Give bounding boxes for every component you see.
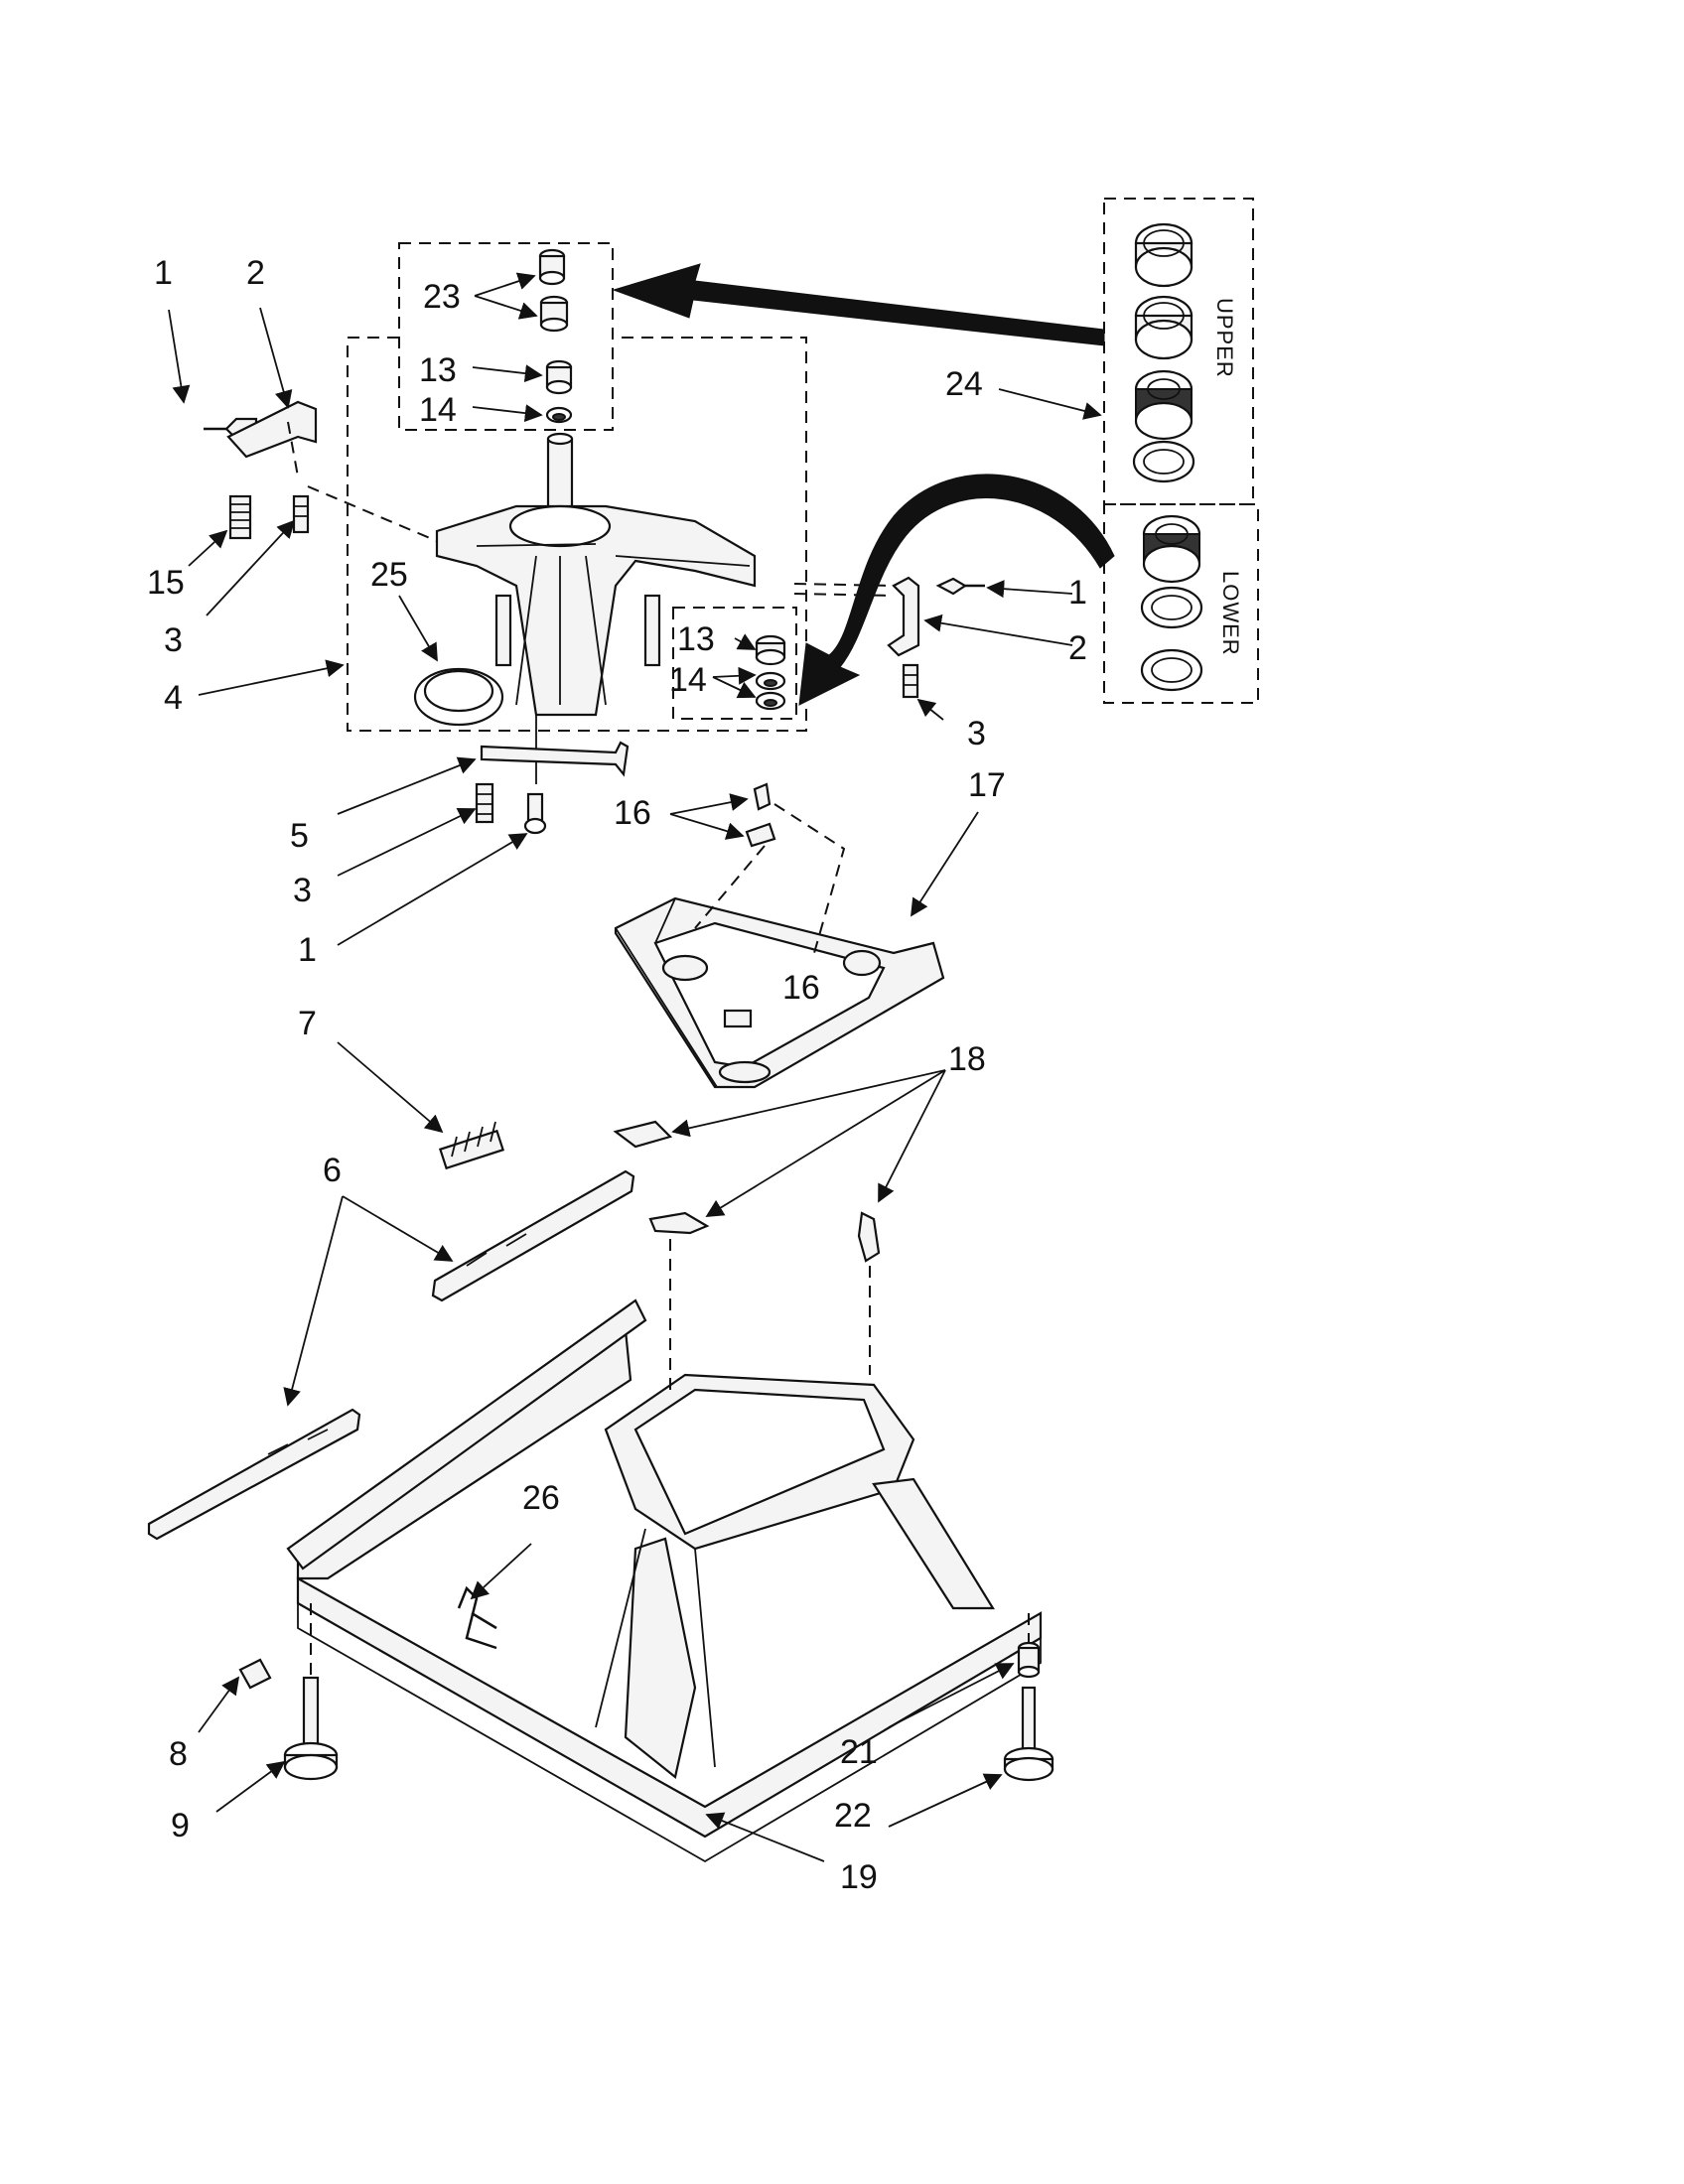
callout-1-left: 1 xyxy=(154,254,173,292)
spring-15 xyxy=(228,494,252,540)
callout-23: 23 xyxy=(423,278,461,316)
callout-15: 15 xyxy=(147,564,185,602)
hook-26 xyxy=(457,1585,497,1650)
callout-16-top: 16 xyxy=(614,794,651,832)
callout-1-lower: 1 xyxy=(298,931,317,969)
left-bracket-assembly xyxy=(204,400,438,542)
clip-16-a xyxy=(753,782,772,811)
callout-7: 7 xyxy=(298,1005,317,1042)
rail-6-upper xyxy=(431,1169,635,1302)
bearing-kit-box xyxy=(1103,198,1259,704)
rail-6-lower xyxy=(147,1408,361,1541)
leveling-foot-9 xyxy=(283,1676,339,1781)
base-frame-19 xyxy=(286,1298,1043,1863)
bushing-13-lower xyxy=(755,634,786,666)
screw-1-lower xyxy=(523,792,547,835)
lower-bushing-box xyxy=(672,607,797,720)
pin-8 xyxy=(238,1658,272,1690)
clip-18-b xyxy=(648,1211,710,1235)
right-bracket-assembly xyxy=(793,576,985,699)
callout-3-right: 3 xyxy=(967,715,986,752)
upper-kit-arrow xyxy=(612,263,1105,346)
nut-21 xyxy=(1017,1641,1041,1679)
center-post-assembly xyxy=(435,432,757,784)
callout-14-lower: 14 xyxy=(669,661,707,699)
callout-2-right: 2 xyxy=(1068,629,1087,667)
kit-upper-label: UPPER xyxy=(1212,298,1237,378)
bushing-23-bottom xyxy=(539,295,569,333)
bracket-5 xyxy=(480,741,630,777)
callout-22: 22 xyxy=(834,1797,872,1835)
kit-lower-ring xyxy=(1140,586,1203,629)
clip-18-c xyxy=(857,1211,881,1263)
seal-ring-25 xyxy=(413,667,504,727)
clip-18-a xyxy=(613,1120,673,1149)
callout-19: 19 xyxy=(840,1858,878,1896)
spring-7 xyxy=(438,1121,505,1170)
callout-14-upper: 14 xyxy=(419,391,457,429)
callout-3-left: 3 xyxy=(164,621,183,659)
kit-upper-ring-1 xyxy=(1134,222,1193,288)
callout-8: 8 xyxy=(169,1735,188,1773)
callout-26: 26 xyxy=(522,1479,560,1517)
washer-14-lower-b xyxy=(755,691,786,711)
clip-16-b xyxy=(745,822,776,848)
callout-4: 4 xyxy=(164,679,183,717)
callout-16-frame: 16 xyxy=(782,969,820,1007)
callout-6: 6 xyxy=(323,1152,342,1189)
suspension-frame-17 xyxy=(614,896,945,1089)
callout-3-lower: 3 xyxy=(293,872,312,909)
callout-21: 21 xyxy=(840,1733,878,1771)
kit-lower-label: LOWER xyxy=(1218,571,1243,656)
callout-13-upper: 13 xyxy=(419,351,457,389)
washer-14-lower-a xyxy=(755,671,786,691)
callout-1-right: 1 xyxy=(1068,574,1087,612)
callout-17: 17 xyxy=(968,766,1006,804)
kit-upper-gear xyxy=(1134,369,1193,441)
spring-3-right xyxy=(902,663,919,699)
lower-kit-arrow xyxy=(798,474,1115,706)
kit-upper-washer xyxy=(1132,440,1195,483)
leveling-foot-22 xyxy=(1003,1686,1054,1782)
callout-13-lower: 13 xyxy=(677,620,715,658)
callout-2-left: 2 xyxy=(246,254,265,292)
kit-lower-washer xyxy=(1140,648,1203,692)
washer-14-upper xyxy=(545,406,573,424)
callout-9: 9 xyxy=(171,1807,190,1844)
callout-25: 25 xyxy=(370,556,408,594)
callout-18: 18 xyxy=(948,1040,986,1078)
bushing-23-top xyxy=(538,248,566,286)
spring-3-lower xyxy=(475,782,494,824)
spring-3-left xyxy=(292,494,310,534)
agitator-base-box xyxy=(347,337,807,732)
callout-5: 5 xyxy=(290,817,309,855)
kit-upper-ring-2 xyxy=(1134,295,1193,360)
kit-lower-gear xyxy=(1142,514,1201,584)
leader-lines xyxy=(168,272,1102,1862)
bushing-13-upper xyxy=(545,359,573,395)
callout-24: 24 xyxy=(945,365,983,403)
